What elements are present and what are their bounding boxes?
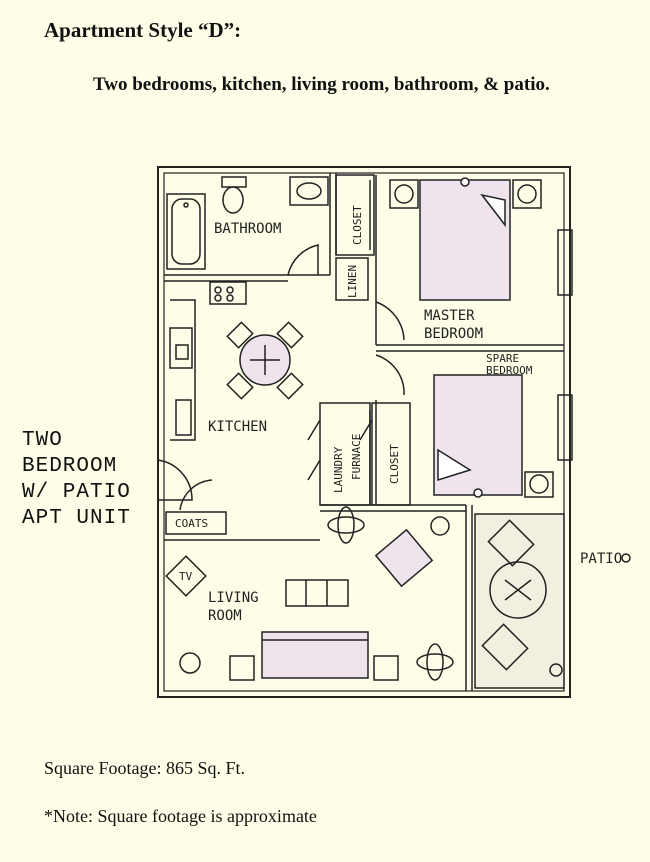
coats-closet <box>165 511 227 535</box>
patio-label: PATIO <box>580 551 622 567</box>
end-table-icon <box>229 655 255 681</box>
master-bedroom-label-2: BEDROOM <box>424 326 483 342</box>
master-door-icon <box>375 301 405 341</box>
bathroom-label: BATHROOM <box>214 221 281 237</box>
spare-bedroom-label-1: SPARE <box>486 352 519 365</box>
tv-icon <box>165 555 207 597</box>
living-room-label-2: ROOM <box>208 608 242 624</box>
square-footage: Square Footage: 865 Sq. Ft. <box>44 758 245 778</box>
stove-icon <box>209 281 247 305</box>
coffee-table-icon <box>285 579 349 607</box>
living-room-label-1: LIVING <box>208 590 259 606</box>
nightstand-icon <box>389 179 419 209</box>
patio <box>474 513 631 689</box>
entry <box>157 459 320 541</box>
linen-label: LINEN <box>346 265 359 298</box>
laundry-label: LAUNDRY <box>332 446 345 493</box>
kitchen <box>169 281 304 441</box>
closet-top-label: CLOSET <box>351 205 364 245</box>
spare-bedroom <box>320 354 573 691</box>
footage-note: *Note: Square footage is approximate <box>44 806 317 826</box>
inner-outer-wall <box>163 172 565 692</box>
spare-door-icon <box>375 354 405 396</box>
living-room <box>165 506 454 681</box>
plant-icon-2 <box>416 643 454 681</box>
unit-type-line-3: W/ PATIO <box>22 481 131 504</box>
patio-chair-icon-2 <box>481 623 529 671</box>
spare-bedroom-label-2: BEDROOM <box>486 364 533 377</box>
outer-wall <box>157 166 571 698</box>
entry-door-icon <box>157 459 193 501</box>
armchair-icon <box>374 528 434 588</box>
unit-type-line-2: BEDROOM <box>22 455 118 478</box>
master-bedroom-label-1: MASTER <box>424 308 475 324</box>
top-closet <box>335 174 377 345</box>
nightstand-icon-2 <box>512 179 542 209</box>
coats-label: COATS <box>175 517 208 530</box>
unit-type-line-1: TWO <box>22 429 63 452</box>
plant-icon <box>327 506 365 544</box>
spare-nightstand-icon <box>524 471 554 498</box>
bathtub-icon <box>166 193 206 270</box>
toilet-icon <box>222 186 244 214</box>
page-title: Apartment Style “D”: <box>44 18 242 42</box>
tv-label: TV <box>179 570 193 583</box>
patio-chair-icon <box>487 519 535 567</box>
unit-type-line-4: APT UNIT <box>22 507 131 530</box>
end-table-icon-2 <box>373 655 399 681</box>
lamp-icon <box>430 516 450 536</box>
laundry-closets <box>307 402 411 506</box>
bathroom-door-icon <box>287 244 319 276</box>
master-bedroom <box>375 177 573 352</box>
sofa-icon <box>261 631 369 679</box>
patio-table-icon <box>489 561 547 619</box>
sink-icon <box>289 176 329 206</box>
page-subtitle: Two bedrooms, kitchen, living room, bath… <box>93 74 550 95</box>
kitchen-sink-icon <box>169 327 193 369</box>
furnace-label: FURNACE <box>350 434 363 480</box>
closet-mid-label: CLOSET <box>388 444 401 484</box>
linen-closet <box>335 257 369 301</box>
lamp-icon-2 <box>179 652 201 674</box>
bathroom <box>164 173 337 282</box>
kitchen-label: KITCHEN <box>208 419 267 435</box>
unit-type-label: TWO BEDROOM W/ PATIO APT UNIT <box>22 428 131 532</box>
